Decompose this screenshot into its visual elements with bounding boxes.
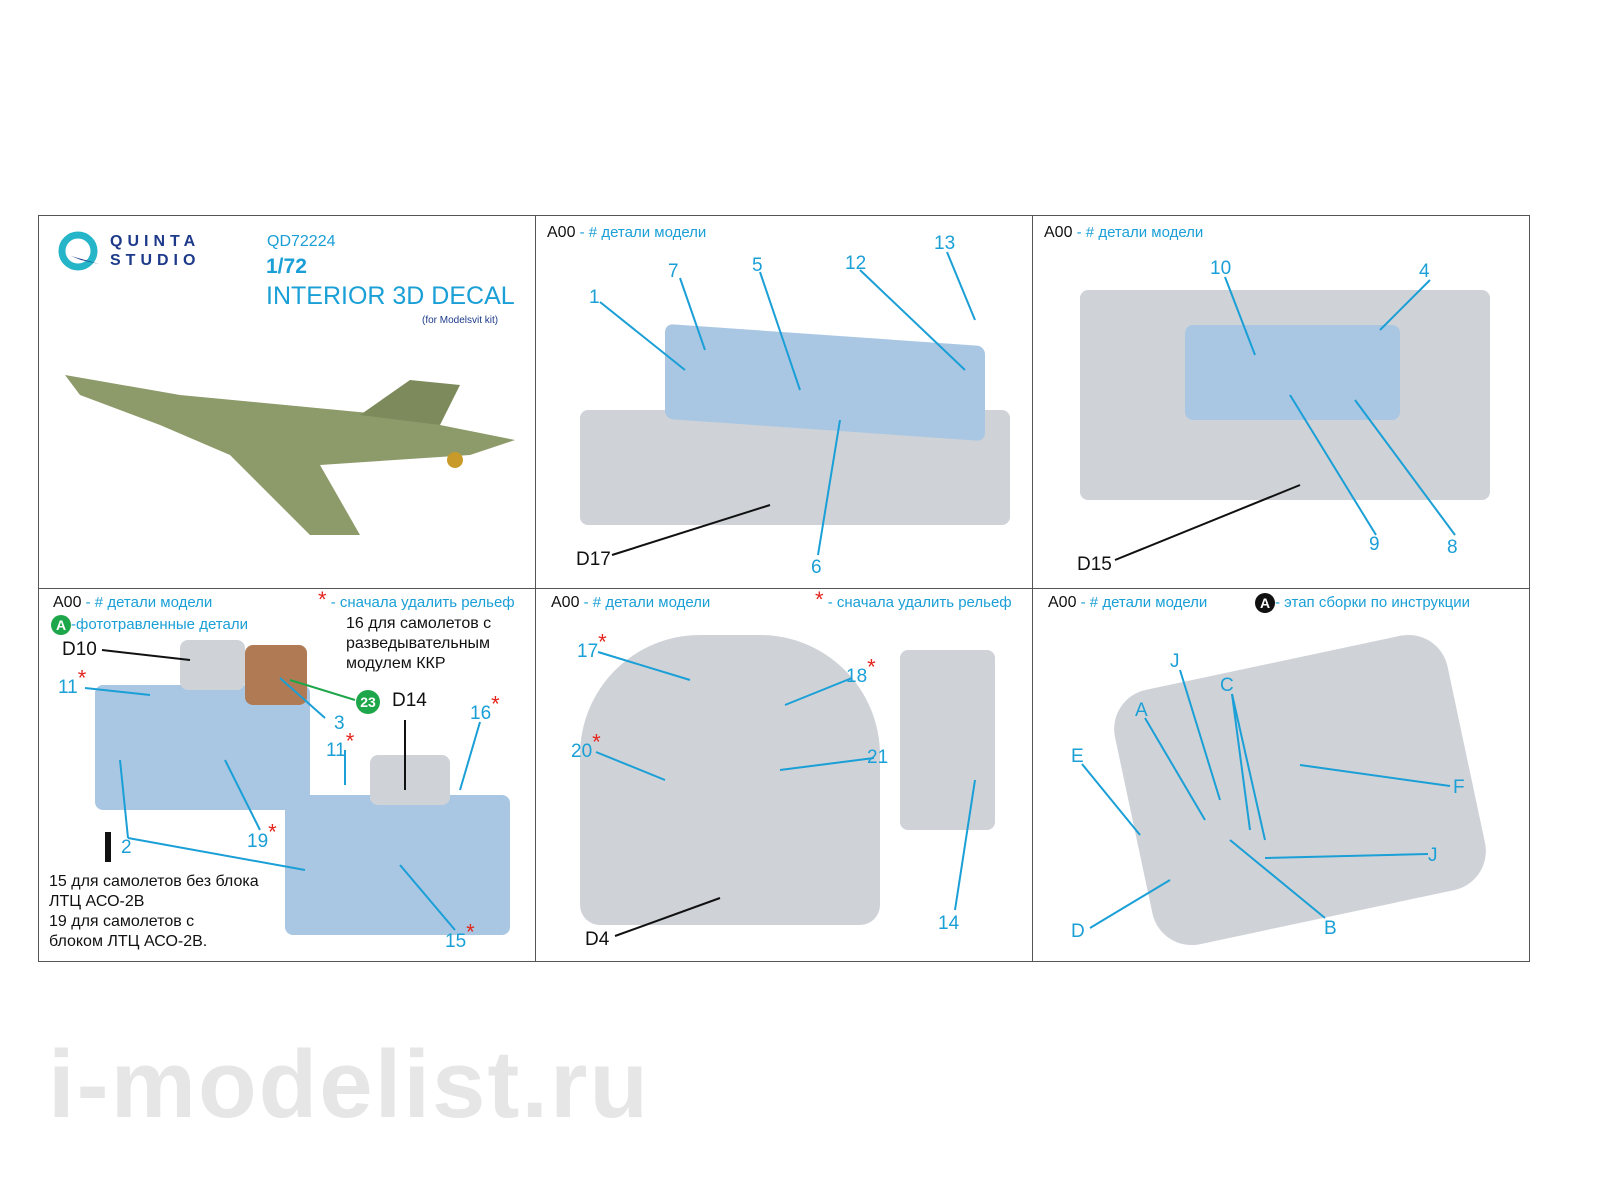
- step-legend: A- этап сборки по инструкции: [1255, 593, 1470, 613]
- panel4-relief-legend: * - сначала удалить рельеф: [318, 587, 515, 612]
- pe-frame-image: [245, 645, 307, 705]
- product-code: QD72224: [267, 233, 336, 250]
- callout-c: C: [1220, 675, 1234, 696]
- recon-panel-decal: [285, 795, 510, 935]
- callout-3: 3: [334, 713, 345, 734]
- aircraft-image: [60, 355, 520, 545]
- panel4-legend: A00 - # детали модели: [53, 594, 213, 611]
- quinta-logo: QUINTA STUDIO: [57, 230, 207, 272]
- d10-part-image: [180, 640, 245, 690]
- panel5-relief-legend: * - сначала удалить рельеф: [815, 587, 1012, 612]
- callout-d: D: [1071, 921, 1085, 942]
- callout-10: 10: [1210, 258, 1232, 279]
- callout-d14: D14: [392, 690, 427, 711]
- brand-line2: STUDIO: [110, 252, 201, 269]
- callout-j: J: [1170, 651, 1180, 672]
- panel3-legend: A00 - # детали модели: [1044, 224, 1204, 241]
- callout-b: B: [1324, 918, 1337, 939]
- callout-d10: D10: [62, 639, 97, 660]
- product-title: INTERIOR 3D DECAL: [266, 282, 515, 310]
- callout-15: 15*: [445, 919, 475, 952]
- callout-13: 13: [934, 233, 956, 254]
- callout-f: F: [1453, 777, 1465, 798]
- callout-11: 11*: [58, 665, 87, 698]
- panel2-legend: A00 - # детали модели: [547, 224, 707, 241]
- callout-6: 6: [811, 557, 822, 578]
- callout-20: 20*: [571, 729, 601, 762]
- panel5-legend: A00 - # детали модели: [551, 594, 711, 611]
- callout-12: 12: [845, 253, 867, 274]
- product-subtitle: (for Modelsvit kit): [422, 315, 499, 326]
- step-badge-icon: A: [1255, 593, 1275, 613]
- callout-9: 9: [1369, 534, 1380, 555]
- pe-part-23-badge: 23: [356, 690, 380, 714]
- callout-11b: 11*: [326, 728, 355, 761]
- rear-bulkhead-image: [580, 635, 880, 925]
- callout-e: E: [1071, 746, 1084, 767]
- callout-4: 4: [1419, 261, 1430, 282]
- callout-8: 8: [1447, 537, 1458, 558]
- callout-18: 18*: [846, 654, 876, 687]
- callout-d15: D15: [1077, 554, 1112, 575]
- control-stick-image: [900, 650, 995, 830]
- scale: 1/72: [266, 255, 307, 278]
- right-console-decal: [1185, 325, 1400, 420]
- callout-7: 7: [668, 261, 679, 282]
- callout-1: 1: [589, 287, 600, 308]
- callout-21: 21: [867, 747, 889, 768]
- logo-q-icon: [58, 231, 99, 271]
- callout-j2: J: [1428, 845, 1438, 866]
- callout-14: 14: [938, 913, 960, 934]
- main-panel-decal: [95, 685, 310, 810]
- watermark: i-modelist.ru: [48, 1031, 651, 1138]
- part-2-swatch: [105, 832, 111, 862]
- callout-5: 5: [752, 255, 763, 276]
- pe-parts-legend: A-фототравленные детали: [51, 615, 248, 635]
- callout-a: A: [1135, 700, 1148, 721]
- d14-part-image: [370, 755, 450, 805]
- callout-d4: D4: [585, 929, 610, 950]
- panel6-legend: A00 - # детали модели: [1048, 594, 1208, 611]
- brand-line1: QUINTA: [110, 233, 201, 250]
- callout-19: 19*: [247, 819, 277, 852]
- callout-16: 16*: [470, 691, 500, 724]
- callout-17: 17*: [577, 629, 607, 662]
- pe-badge-icon: A: [51, 615, 71, 635]
- callout-d17: D17: [576, 549, 611, 570]
- divider: [38, 588, 1530, 589]
- callout-2: 2: [121, 837, 132, 858]
